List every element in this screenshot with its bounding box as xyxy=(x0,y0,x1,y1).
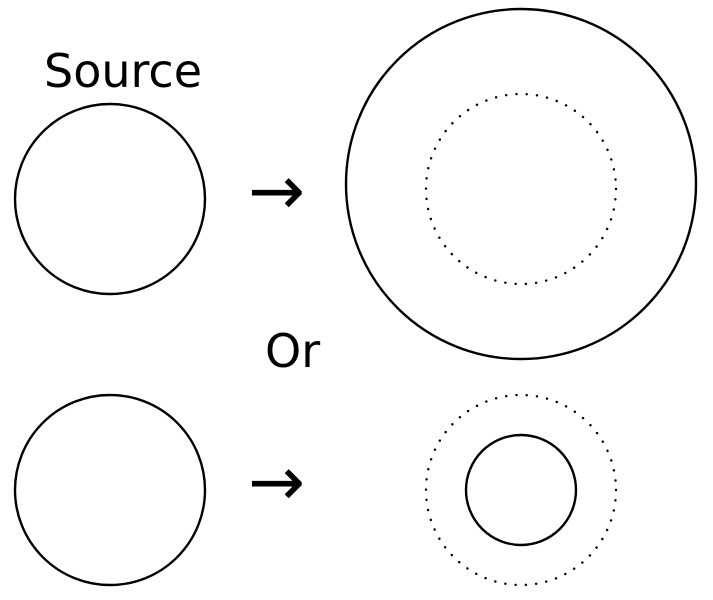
shrunk-circle xyxy=(464,433,578,547)
or-label: Or xyxy=(265,324,320,378)
original-size-outline-bottom xyxy=(424,393,618,587)
source-circle-bottom xyxy=(13,393,207,587)
arrow-bottom: → xyxy=(248,443,305,522)
source-circle-top xyxy=(13,102,207,296)
original-size-outline-top xyxy=(424,92,618,286)
enlarged-circle xyxy=(344,7,698,361)
arrow-top: → xyxy=(248,152,305,231)
source-label: Source xyxy=(44,44,202,98)
